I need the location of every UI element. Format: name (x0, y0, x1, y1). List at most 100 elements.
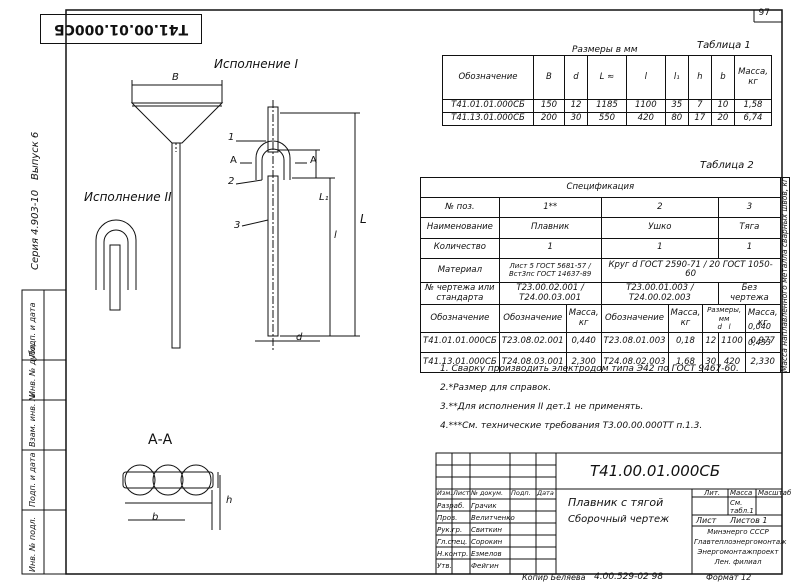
org-line-1: Минэнерго СССР (707, 528, 769, 536)
roles: Разраб. Пров. Рук.гр. Гл.спец. Н.контр. … (437, 500, 468, 572)
note-1: 1. Сварку производить электродом типа Э4… (440, 364, 739, 374)
table-2: Спецификация Масса наплавленного металла… (420, 176, 791, 374)
dim-h-label: h (226, 495, 233, 506)
t2-material-1: Лист 5 ГОСТ 5681-57 / Вст3пс ГОСТ 14637-… (498, 257, 602, 283)
weld-mass-2: 0,433 (748, 338, 771, 347)
drawing-view-2 (95, 219, 137, 311)
units-note: Размеры в мм (572, 45, 638, 55)
dim-L1-label: L₁ (319, 192, 329, 203)
t2-sub-7: Масса, кг (744, 304, 781, 333)
callout-2: 2 (228, 176, 235, 187)
t2-r1-c1: Т24.08.03.001 (498, 351, 567, 374)
title-name-1: Плавник с тягой (568, 496, 664, 509)
t1-r1-c6: 17 (687, 111, 712, 126)
people: Грачик Велитченко Свиткин Сорокин Езмело… (471, 500, 515, 572)
org-line-3: Энергомонтажпроект (697, 548, 779, 556)
dim-d-label: d (296, 332, 303, 343)
t1-r1-c8: 6,74 (734, 111, 772, 126)
title-head-row: Изм. Лист № докум. Подп. Дата (437, 489, 554, 497)
dim-l-label: l (334, 230, 337, 241)
t2-sub-0: Обозначение (498, 304, 567, 333)
t1-h8: Масса, кг (734, 55, 772, 100)
head-izm: Изм. (437, 489, 453, 497)
t2-qty-2: 1 (600, 237, 720, 259)
mass-value: См. табл.1 (730, 499, 754, 515)
t1-r1-c2: 30 (563, 111, 589, 126)
t1-r1-c7: 20 (710, 111, 736, 126)
note-2: 2.*Размер для справок. (440, 383, 552, 393)
t2-r1-c7: 2,330 (744, 351, 781, 374)
t2-r1-c5: 30 (702, 351, 720, 374)
title-code: Т41.00.01.000СБ (590, 462, 721, 480)
footer-copied: Копир Беляева (522, 573, 586, 582)
section-mark-right: А (310, 155, 317, 166)
t1-h4: l (625, 55, 666, 100)
callout-3: 3 (234, 220, 241, 231)
person-5: Езмелов (471, 550, 502, 558)
head-list: Лист (453, 489, 470, 497)
section-mark-left: А (230, 155, 237, 166)
table-row: Т41.01.01.000СБ Т23.08.02.001 0,440 Т23.… (420, 331, 790, 353)
footer-format: Формат 12 (706, 573, 752, 582)
t2-r1-c3: Т24.08.02.003 (600, 351, 669, 374)
head-doc: № докум. (471, 489, 504, 497)
view2-title: Исполнение II (84, 190, 172, 204)
t2-label-material: Материал (420, 257, 500, 283)
t1-h7: b (710, 55, 736, 100)
person-2: Велитченко (471, 514, 515, 522)
t2-sub-5: d (717, 322, 722, 331)
t2-label-designation: Обозначение (420, 304, 500, 333)
role-1: Разраб. (437, 502, 465, 510)
table-1: Обозначение В d L ≈ l l₁ h b Масса, кг Т… (442, 55, 772, 126)
t1-h3: L ≈ (587, 55, 627, 100)
table-row: Т41.13.01.000СБ Т24.08.03.001 2,300 Т24.… (420, 351, 790, 374)
note-3: 3.**Для исполнения II дет.1 не применять… (440, 402, 644, 412)
t1-h0: Обозначение (442, 55, 534, 100)
t2-qty-1: 1 (498, 237, 602, 259)
t2-label-qty: Количество (420, 237, 500, 259)
drawing-main (235, 100, 360, 350)
role-3: Рук.гр. (437, 526, 463, 534)
t1-r1-c1: 200 (533, 111, 565, 126)
t1-h2: d (563, 55, 589, 100)
role-6: Утв. (437, 562, 452, 570)
view1-title: Исполнение I (214, 57, 299, 71)
dim-L-label: L (360, 212, 367, 226)
t1-r1-c0: Т41.13.01.000СБ (442, 111, 534, 126)
role-5: Н.контр. (437, 550, 469, 558)
col-scale: Масштаб (758, 489, 792, 497)
weld-mass-1: 0,040 (748, 322, 771, 331)
section-view (122, 464, 221, 530)
person-3: Свиткин (471, 526, 502, 534)
col-lit: Лит. (704, 489, 721, 497)
col-mass: Масса (730, 489, 753, 497)
t2-r1-c4: 1,68 (667, 351, 704, 374)
person-1: Грачик (471, 502, 497, 510)
dim-B-label: В (172, 72, 179, 83)
role-2: Пров. (437, 514, 458, 522)
note-4: 4.***См. технические требования Т3.00.00… (440, 421, 703, 431)
org-line-4: Лен. филиал (714, 558, 762, 566)
sheet-label: Лист (696, 516, 717, 525)
person-4: Сорокин (471, 538, 503, 546)
person-6: Фейгин (471, 562, 499, 570)
table-row: Т41.01.01.000СБ 150 12 1185 1100 35 7 10… (442, 99, 772, 113)
t2-sub-4: Размеры, мм (707, 306, 742, 323)
sheets-label: Листов 1 (730, 516, 768, 525)
t2-r0-c5: 12 (702, 331, 720, 353)
section-title: А-А (148, 432, 173, 448)
t2-sub-6: l (728, 322, 731, 331)
t2-qty-3: 1 (718, 237, 781, 259)
dim-b-label: b (152, 512, 159, 523)
footer-code: 4.00.529-02 98 (594, 572, 664, 582)
table2-title: Таблица 2 (700, 160, 754, 171)
organization: Минэнерго СССР Главтеплоэнергомонтаж Эне… (694, 527, 787, 567)
sheet-number: 97 (758, 8, 770, 18)
table-row: Т41.13.01.000СБ 200 30 550 420 80 17 20 … (442, 111, 772, 126)
notes: 1. Сварку производить электродом типа Э4… (440, 360, 739, 436)
head-date: Дата (537, 489, 554, 497)
title-name-2: Сборочный чертеж (568, 514, 670, 525)
org-line-2: Главтеплоэнергомонтаж (694, 538, 787, 546)
